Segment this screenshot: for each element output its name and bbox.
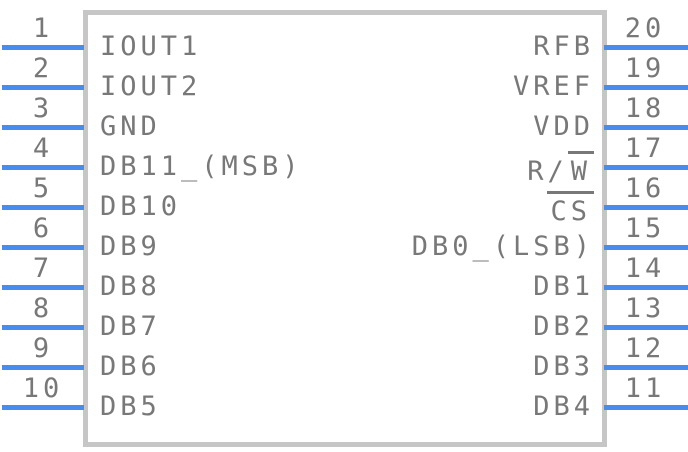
pin-line [2,125,84,130]
pin-label: GND [100,111,161,142]
pin-number: 2 [32,53,54,84]
pin-line [2,165,84,170]
pin-line [2,245,84,250]
pin-label: DB0_(LSB) [411,231,594,262]
pin-label: DB2 [533,311,594,342]
pin-line [604,245,688,250]
component-body [83,10,607,447]
pin-number: 10 [22,373,64,404]
pin-label: DB1 [533,271,594,302]
pin-line [2,405,84,410]
pin-line [2,205,84,210]
pin-label: IOUT1 [100,31,202,62]
pin-number: 8 [32,293,54,324]
pin-line [604,45,688,50]
pin-line [604,85,688,90]
pin-line [604,325,688,330]
pin-number: 13 [624,293,666,324]
pin-label-overlined-part: W [567,151,594,185]
pin-label: DB3 [533,351,594,382]
pin-number: 14 [624,253,666,284]
pin-line [2,45,84,50]
pin-number: 15 [624,213,666,244]
pin-line [2,365,84,370]
pin-label: DB10 [100,191,182,222]
pin-line [2,285,84,290]
pin-number: 7 [32,253,54,284]
pin-label-overline: CS [88,191,594,225]
pin-label: DB6 [100,351,161,382]
pin-line [604,405,688,410]
pin-number: 11 [624,373,666,404]
pin-number: 9 [32,333,54,364]
pin-label: VDD [533,111,594,142]
pin-line [604,205,688,210]
pin-label: DB11_(MSB) [100,151,303,182]
pin-number: 16 [624,173,666,204]
pin-number: 12 [624,333,666,364]
pin-label: DB7 [100,311,161,342]
pin-number: 5 [32,173,54,204]
pin-label-overline: R/W [88,151,594,187]
pin-number: 3 [32,93,54,124]
pin-label: DB5 [100,391,161,422]
pin-number: 4 [32,133,54,164]
pin-label: IOUT2 [100,71,202,102]
pin-number: 18 [624,93,666,124]
pin-label: RFB [533,31,594,62]
pin-label-overlined-part: CS [547,191,594,225]
pin-line [2,85,84,90]
pin-line [604,365,688,370]
pin-line [604,165,688,170]
pin-label: DB9 [100,231,161,262]
pin-line [2,325,84,330]
pin-line [604,125,688,130]
pin-line [604,285,688,290]
pin-number: 19 [624,53,666,84]
pin-number: 17 [624,133,666,164]
pin-label-plain-part: R/ [527,156,568,187]
pin-label: VREF [512,71,594,102]
pin-number: 1 [32,13,54,44]
pin-number: 6 [32,213,54,244]
pin-number: 20 [624,13,666,44]
pin-label: DB8 [100,271,161,302]
pin-label: DB4 [533,391,594,422]
